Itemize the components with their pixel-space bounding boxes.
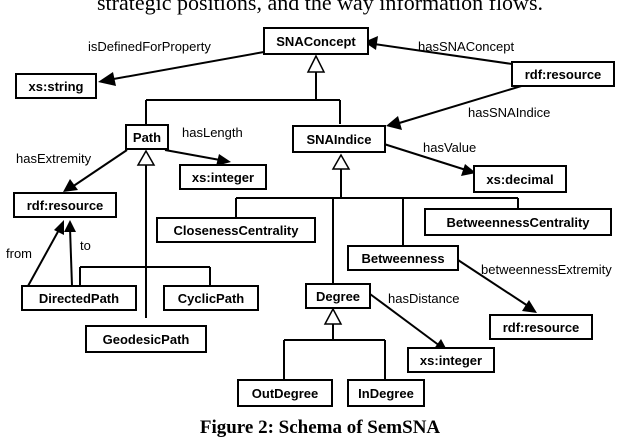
arrowhead-hassnaindice	[386, 116, 402, 130]
edge-hassnaconcept	[373, 43, 513, 65]
edge-label-isdefinedforproperty: isDefinedForProperty	[88, 39, 211, 54]
edge-label-hasextremity: hasExtremity	[16, 151, 92, 166]
preceding-text-line: strategic positions, and the way informa…	[96, 0, 544, 15]
node-label-xs-decimal: xs:decimal	[486, 172, 553, 187]
node-label-xs-integer-length: xs:integer	[192, 170, 254, 185]
node-snaconcept: SNAConcept	[263, 27, 369, 55]
subclass-triangle-degree	[323, 307, 343, 325]
node-label-rdf-resource-mid: rdf:resource	[27, 198, 104, 213]
subclass-triangle-snaindice	[331, 153, 351, 170]
node-xs-integer-distance: xs:integer	[407, 347, 495, 373]
node-indegree: InDegree	[347, 379, 425, 407]
edge-betweennessextremity	[457, 259, 529, 307]
edge-hasextremity	[71, 149, 128, 188]
node-cyclicpath: CyclicPath	[163, 285, 259, 311]
node-path: Path	[125, 124, 169, 150]
node-label-closenesscentrality: ClosenessCentrality	[174, 223, 300, 238]
figure-caption: Figure 2: Schema of SemSNA	[199, 417, 441, 438]
node-closenesscentrality: ClosenessCentrality	[156, 217, 316, 243]
subclass-triangle-snaconcept	[306, 54, 326, 73]
edge-from	[27, 227, 61, 287]
node-outdegree: OutDegree	[237, 379, 333, 407]
edge-isdefinedforproperty	[107, 51, 265, 81]
node-betweennesscentrality: BetweennessCentrality	[424, 208, 612, 236]
edge-label-to: to	[80, 238, 91, 253]
node-label-directedpath: DirectedPath	[39, 291, 119, 306]
edge-label-haslength: hasLength	[182, 125, 243, 140]
edge-to	[69, 227, 73, 287]
arrowhead-to	[64, 220, 76, 232]
arrowhead-hassnaconcept	[364, 36, 378, 50]
node-label-cyclicpath: CyclicPath	[178, 291, 245, 306]
node-label-rdf-resource-top: rdf:resource	[525, 67, 602, 82]
arrowhead-from	[54, 220, 64, 235]
node-snaindice: SNAIndice	[292, 125, 386, 153]
node-xs-integer-length: xs:integer	[179, 164, 267, 190]
node-label-xs-integer-distance: xs:integer	[420, 353, 482, 368]
node-xs-string: xs:string	[15, 73, 97, 99]
edge-hassnaindice	[395, 83, 529, 125]
edge-hasvalue	[383, 143, 467, 171]
node-label-indegree: InDegree	[358, 386, 414, 401]
node-label-betweennesscentrality: BetweennessCentrality	[446, 215, 590, 230]
node-directedpath: DirectedPath	[21, 285, 137, 311]
node-rdf-resource-top: rdf:resource	[511, 61, 615, 87]
arrowhead-hasextremity	[63, 179, 78, 192]
arrowhead-haslength	[216, 154, 231, 166]
edge-haslength	[164, 149, 221, 161]
arrowhead-betweennessextremity	[522, 300, 537, 313]
node-label-degree: Degree	[316, 289, 360, 304]
node-label-snaconcept: SNAConcept	[276, 34, 356, 49]
subclass-triangle-path	[136, 149, 156, 166]
node-rdf-resource-bottom: rdf:resource	[489, 314, 593, 340]
node-label-xs-string: xs:string	[29, 79, 84, 94]
node-label-betweenness: Betweenness	[361, 251, 444, 266]
node-degree: Degree	[305, 283, 371, 309]
edge-label-hasdistance: hasDistance	[388, 291, 460, 306]
arrowhead-hasvalue	[461, 164, 476, 176]
edge-label-hassnaindice: hasSNAIndice	[468, 105, 550, 120]
node-label-snaindice: SNAIndice	[306, 132, 371, 147]
node-rdf-resource-mid: rdf:resource	[13, 192, 117, 218]
edge-label-hassnaconcept: hasSNAConcept	[418, 39, 514, 54]
node-xs-decimal: xs:decimal	[473, 165, 567, 193]
node-betweenness: Betweenness	[347, 245, 459, 271]
edge-label-from: from	[6, 246, 32, 261]
arrowhead-isdefinedforproperty	[98, 72, 116, 86]
node-label-outdegree: OutDegree	[252, 386, 318, 401]
edge-hasdistance	[369, 293, 441, 347]
node-label-path: Path	[133, 130, 161, 145]
node-label-rdf-resource-bottom: rdf:resource	[503, 320, 580, 335]
edge-label-betweennessextremity: betweennessExtremity	[481, 262, 612, 277]
node-geodesicpath: GeodesicPath	[85, 325, 207, 353]
edge-label-hasvalue: hasValue	[423, 140, 476, 155]
node-label-geodesicpath: GeodesicPath	[103, 332, 190, 347]
